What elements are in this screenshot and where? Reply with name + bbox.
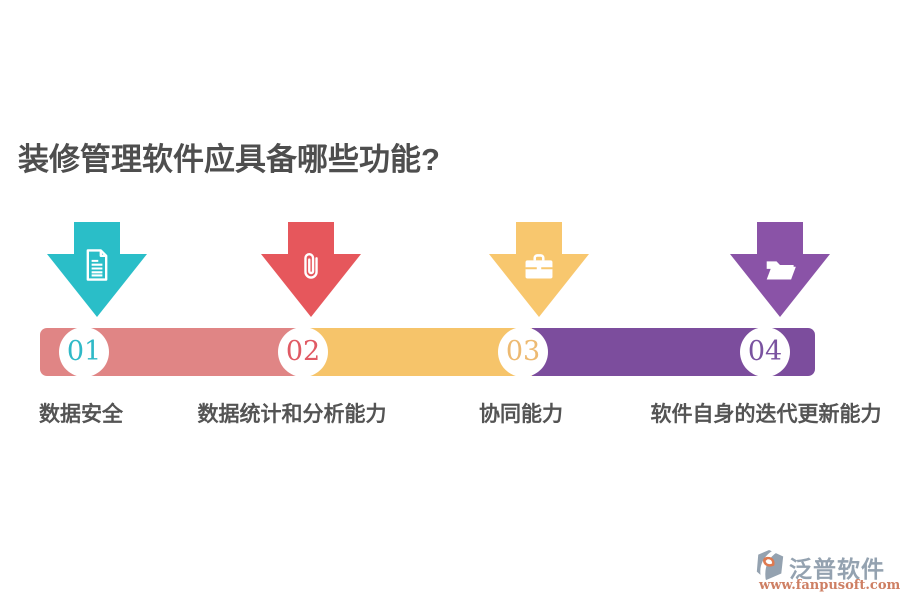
step-arrow (261, 222, 361, 317)
step-circle: 03 (498, 327, 548, 377)
step-label: 软件自身的迭代更新能力 (650, 403, 882, 426)
arrow-shaft (288, 222, 334, 254)
step-arrow (489, 222, 589, 317)
step-arrow (730, 222, 830, 317)
step-label: 协同能力 (479, 403, 563, 426)
step-circle: 01 (59, 327, 109, 377)
step-number: 02 (285, 336, 321, 367)
timeline-bar (40, 328, 815, 376)
briefcase-icon (520, 248, 558, 286)
paperclip-icon (292, 246, 330, 284)
brand-name: 泛普软件 (789, 556, 885, 582)
folder-open-icon (761, 250, 799, 288)
document-icon (78, 246, 116, 284)
step-circle: 02 (278, 327, 328, 377)
step-label: 数据统计和分析能力 (197, 403, 387, 426)
step-label: 数据安全 (39, 403, 123, 426)
step-arrow (47, 222, 147, 317)
arrow-shaft (74, 222, 120, 254)
brand-logo-icon (753, 549, 787, 581)
step-circle: 04 (740, 327, 790, 377)
arrow-shaft (757, 222, 803, 254)
arrow-shaft (516, 222, 562, 254)
page-title: 装修管理软件应具备哪些功能? (18, 142, 440, 177)
step-number: 03 (505, 336, 541, 367)
arrow-head (261, 254, 361, 317)
step-number: 04 (747, 336, 783, 367)
brand-url: www.fanpusoft.com (759, 578, 900, 593)
step-number: 01 (66, 336, 102, 367)
arrow-head (730, 254, 830, 317)
bar-segment (303, 328, 532, 376)
brand-logo: 泛普软件 www.fanpusoft.com (753, 547, 900, 593)
